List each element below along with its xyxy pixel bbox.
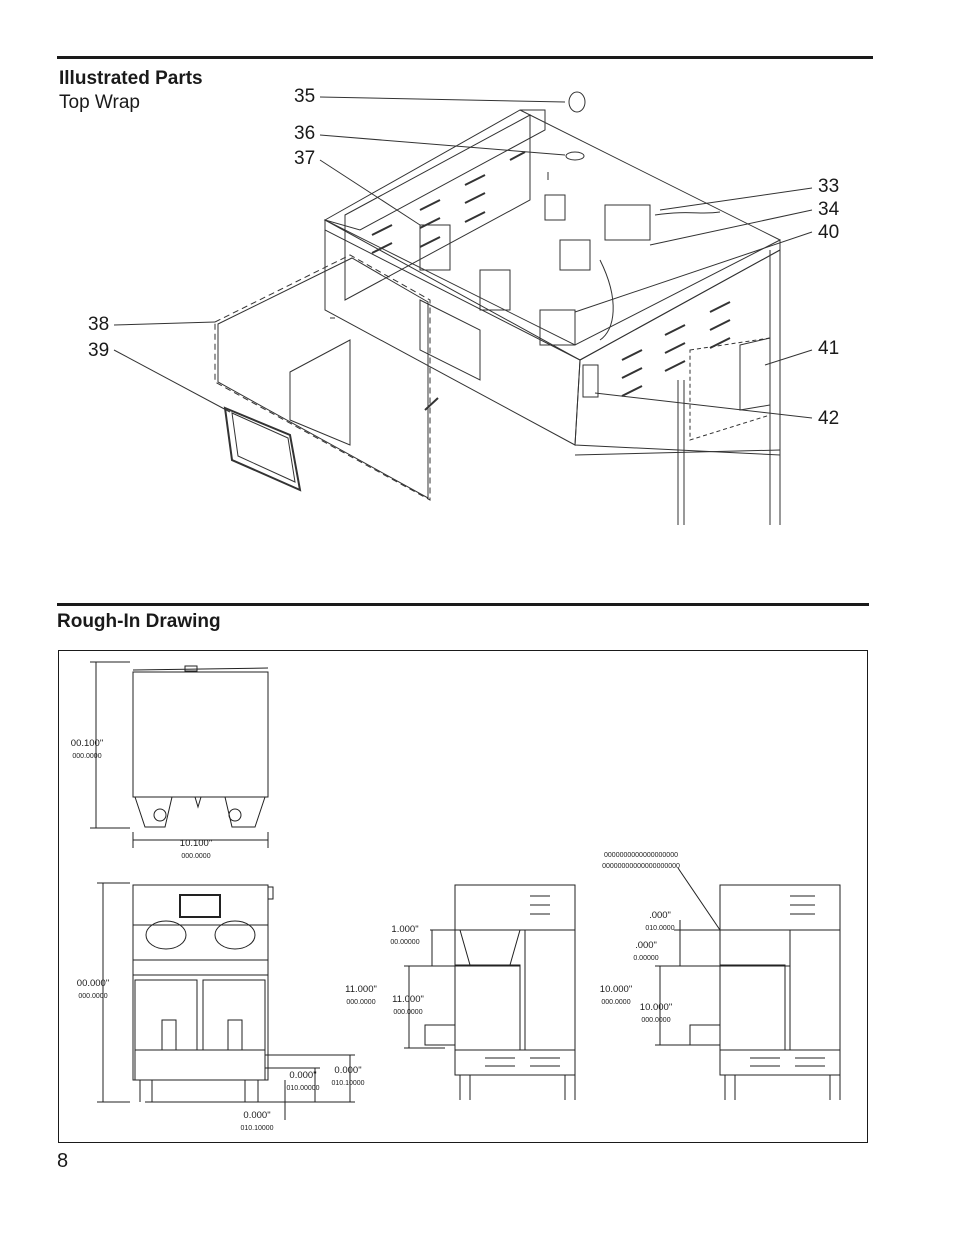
rough-in-rule — [57, 603, 869, 606]
dim-main-height-mm: 000.0000 — [78, 993, 108, 1000]
top-wrap-subtitle: Top Wrap — [59, 92, 140, 113]
illustrated-parts-title: Illustrated Parts — [59, 68, 203, 89]
dim-side-h2: 11.000" 000.0000 — [385, 994, 431, 1019]
dim-d3-in: 0.000" — [243, 1110, 271, 1121]
dim-side-h1-mm: 000.0000 — [346, 999, 376, 1006]
dim-main-height: 00.000" 000.0000 — [76, 978, 110, 1003]
dim-d1-mm: 010.00000 — [286, 1085, 320, 1092]
dim-side-top-mm: 00.00000 — [390, 939, 420, 946]
dim-r-h1: 10.000" 000.0000 — [596, 984, 636, 1009]
dim-r-h2-in: 10.000" — [639, 1002, 673, 1013]
dim-d3: 0.000" 010.10000 — [236, 1110, 278, 1135]
callout-37: 37 — [294, 148, 316, 169]
dim-top-width-mm: 000.0000 — [181, 853, 211, 860]
dim-r-h1-mm: 000.0000 — [601, 999, 631, 1006]
dim-d2-mm: 010.10000 — [331, 1080, 365, 1087]
dim-r-tiny-mm: 0.00000 — [633, 955, 659, 962]
callout-39: 39 — [88, 340, 110, 361]
dim-side-h1: 11.000" 000.0000 — [338, 984, 384, 1009]
dim-side-h1-in: 11.000" — [345, 984, 377, 995]
top-wrap-exploded-drawing — [113, 91, 813, 525]
dim-r-small-mm: 010.0000 — [645, 925, 675, 932]
dim-d3-mm: 010.10000 — [240, 1125, 274, 1132]
callout-33: 33 — [818, 176, 840, 197]
dim-front-height-in: 00.100" — [70, 738, 104, 749]
callout-40: 40 — [818, 222, 840, 243]
dim-d2: 0.000" 010.10000 — [328, 1065, 368, 1090]
dim-r-h1-in: 10.000" — [599, 984, 633, 995]
callout-41: 41 — [818, 338, 840, 359]
callout-36: 36 — [294, 123, 316, 144]
dim-r-tiny-in: .000" — [635, 940, 657, 951]
dim-d2-in: 0.000" — [334, 1065, 362, 1076]
callout-34: 34 — [818, 199, 840, 220]
dim-front-height: 00.100" 000.0000 — [70, 738, 104, 763]
dim-front-height-mm: 000.0000 — [72, 753, 102, 760]
dim-r-note2: 00000000000000000000 — [602, 863, 680, 870]
page-number: 8 — [57, 1150, 69, 1172]
callout-38: 38 — [88, 314, 110, 335]
dim-side-top-in: 1.000" — [391, 924, 419, 935]
rough-in-title: Rough-In Drawing — [57, 611, 221, 632]
dim-r-small: .000" 010.0000 — [640, 910, 680, 935]
callout-35: 35 — [294, 86, 316, 107]
dim-d1: 0.000" 010.00000 — [285, 1070, 321, 1095]
dim-side-h2-in: 11.000" — [392, 994, 424, 1005]
dim-r-small-in: .000" — [649, 910, 671, 921]
top-rule — [57, 56, 873, 59]
dim-side-h2-mm: 000.0000 — [393, 1009, 423, 1016]
dim-top-width-in: 10.100" — [179, 838, 213, 849]
dim-r-tiny: .000" 0.00000 — [628, 940, 664, 965]
dim-r-note1: 0000000000000000000 — [604, 852, 678, 859]
callout-42: 42 — [818, 408, 840, 429]
dim-top-width: 10.100" 000.0000 — [176, 838, 216, 863]
dim-main-height-in: 00.000" — [76, 978, 110, 989]
dim-side-top: 1.000" 00.00000 — [382, 924, 428, 949]
dim-r-h2: 10.000" 000.0000 — [636, 1002, 676, 1027]
dim-r-h2-mm: 000.0000 — [641, 1017, 671, 1024]
rough-in-frame — [58, 650, 868, 1143]
dim-d1-in: 0.000" — [289, 1070, 317, 1081]
